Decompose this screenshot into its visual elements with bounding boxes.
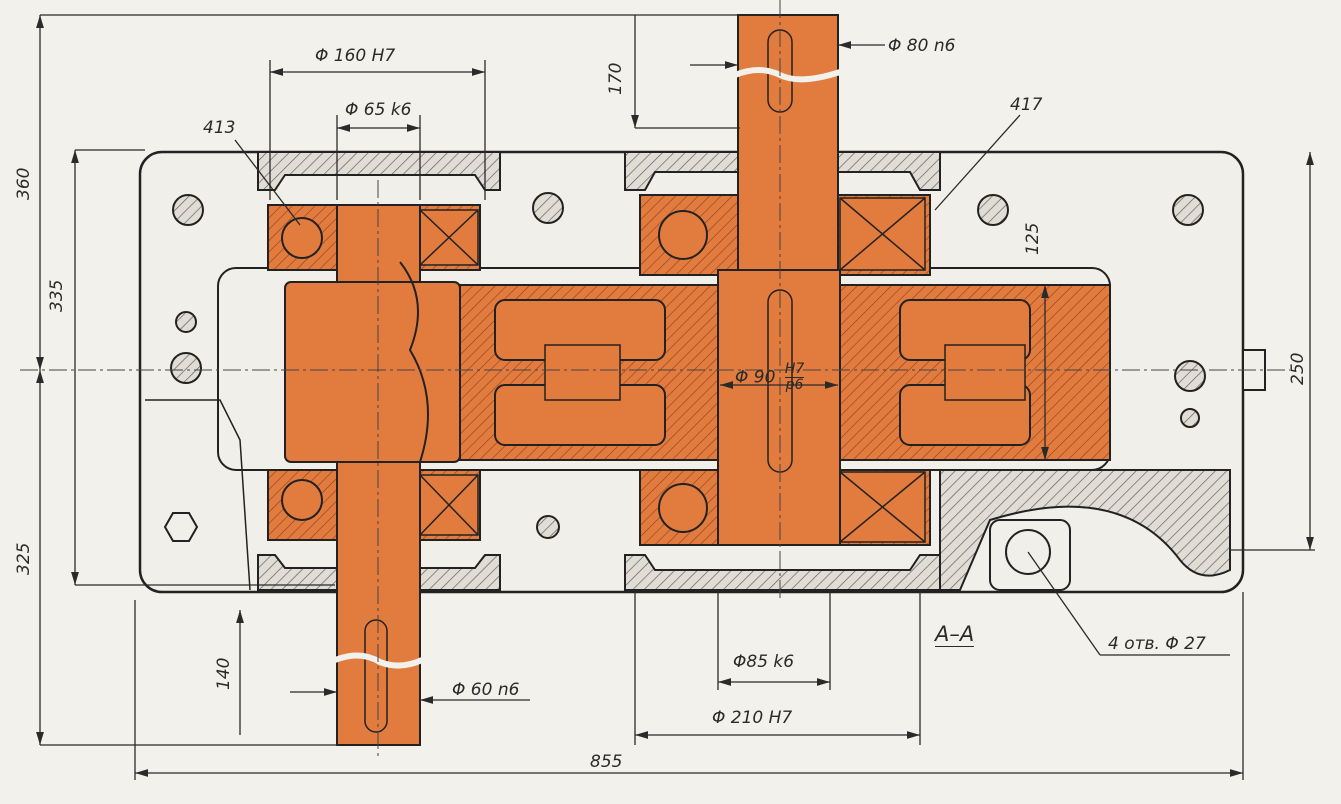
dim-shaft-80: Φ 80 n6 bbox=[888, 36, 956, 56]
dim-170: 170 bbox=[606, 62, 626, 95]
dim-140: 140 bbox=[214, 657, 234, 690]
dim-855: 855 bbox=[590, 752, 623, 772]
section-label: A–A bbox=[935, 622, 975, 647]
dim-shaft-60: Φ 60 n6 bbox=[452, 680, 520, 700]
dim-bore-160: Φ 160 H7 bbox=[315, 46, 396, 66]
center-lines bbox=[20, 0, 1290, 760]
dim-shaft-65: Φ 65 k6 bbox=[345, 100, 412, 120]
dim-335: 335 bbox=[47, 279, 67, 312]
part-number-417: 417 bbox=[1010, 95, 1043, 115]
input-shaft bbox=[284, 204, 461, 746]
dim-125: 125 bbox=[1023, 222, 1043, 255]
dim-shaft-85: Φ85 k6 bbox=[733, 652, 795, 672]
dim-bore-210: Φ 210 H7 bbox=[712, 708, 793, 728]
dim-325: 325 bbox=[14, 542, 34, 575]
fit-shaft: p6 bbox=[785, 377, 804, 393]
dimension-lines bbox=[36, 14, 1315, 780]
note-holes: 4 отв. Φ 27 bbox=[1108, 634, 1206, 654]
dim-360: 360 bbox=[14, 167, 34, 200]
output-shaft bbox=[717, 14, 841, 546]
fit-hole: H7 bbox=[784, 361, 805, 378]
fit-90-prefix: Φ 90 bbox=[735, 367, 776, 388]
dim-250: 250 bbox=[1288, 352, 1308, 385]
part-number-413: 413 bbox=[203, 118, 236, 138]
bolt-holes bbox=[163, 192, 1206, 542]
